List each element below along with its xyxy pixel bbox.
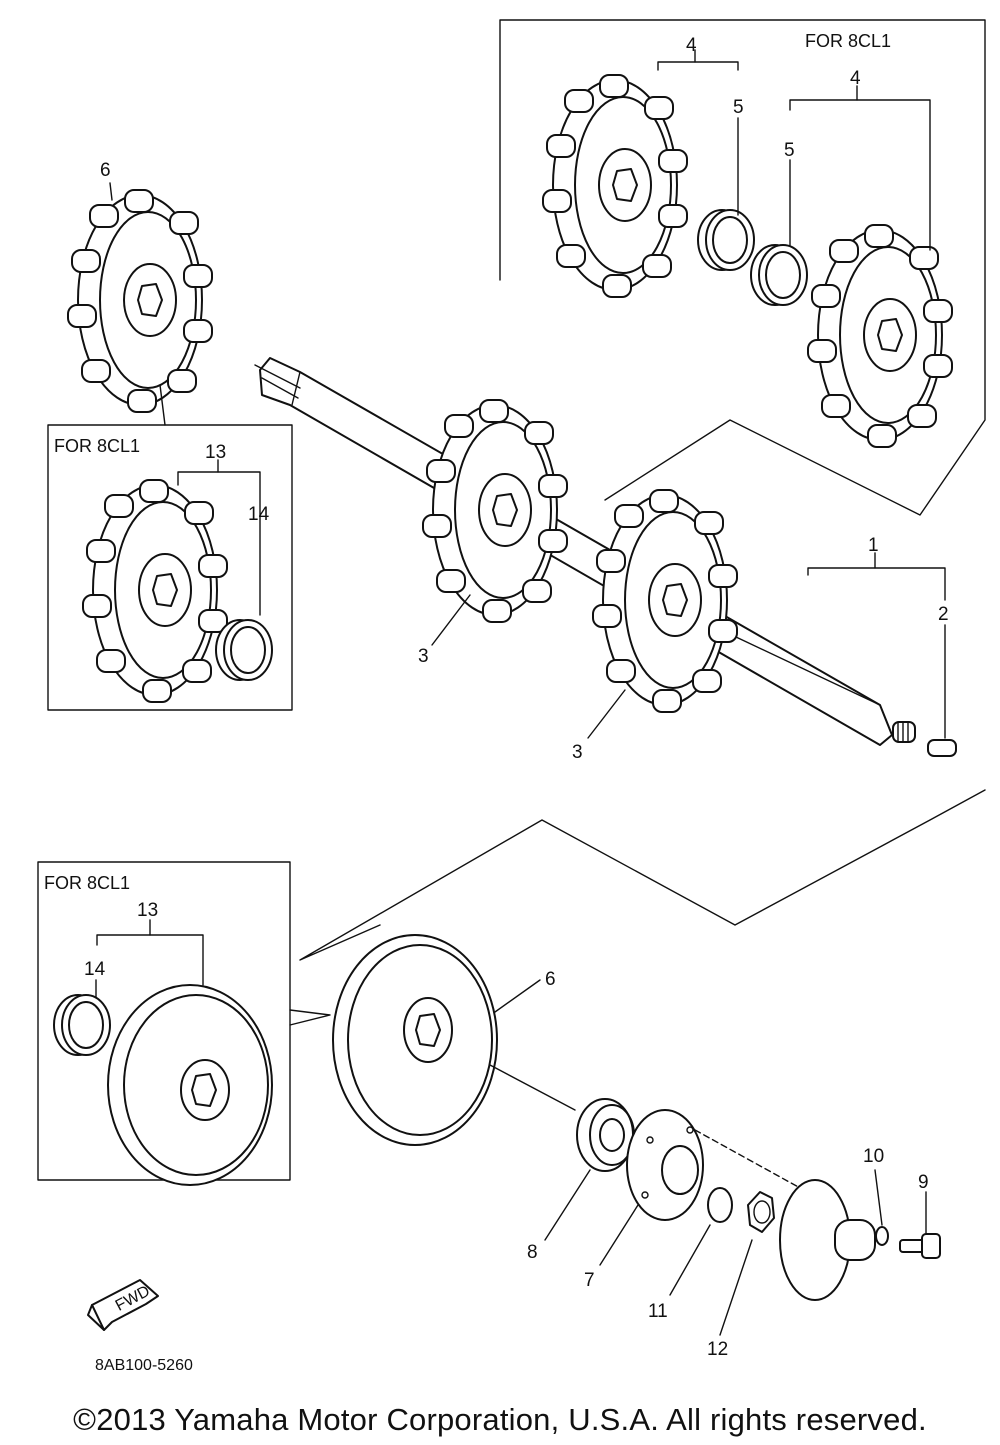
sprocket-13-left-box [82,479,228,703]
copyright-notice: ©2013 Yamaha Motor Corporation, U.S.A. A… [73,1402,927,1437]
variant-box-left [47,424,293,711]
callout-8: 8 [527,1242,538,1263]
variant-note-bottom-left: FOR 8CL1 [44,873,130,893]
variant-note-top-right: FOR 8CL1 [805,31,891,51]
callout-12: 12 [707,1339,728,1360]
sprocket-3-left [422,399,568,623]
callout-7: 7 [584,1270,595,1291]
variant-note-left: FOR 8CL1 [54,436,140,456]
collar-14-bottom-box [53,994,111,1056]
callout-6b: 6 [545,969,556,990]
callout-11: 11 [648,1301,668,1322]
collar-5-left [697,209,755,271]
bearing-8 [576,1098,635,1172]
variant-box-top-right [499,19,986,516]
callout-5b: 5 [784,140,795,161]
callout-13a: 13 [205,442,226,463]
diagram-code: 8AB100-5260 [95,1357,193,1374]
fwd-arrow-icon: FWD [87,1279,159,1331]
callout-9: 9 [918,1172,929,1193]
callout-13b: 13 [137,900,158,921]
drive-wheel-13-bottom-box [107,984,273,1186]
plug-2 [927,739,957,757]
callout-5a: 5 [733,97,744,118]
callout-14a: 14 [248,504,270,525]
sprocket-3-right [592,489,738,713]
callout-2: 2 [938,604,949,625]
drive-wheel-6 [332,934,498,1146]
callout-4a: 4 [686,35,697,56]
callout-3a: 3 [418,646,429,667]
hub-cap [779,1179,876,1301]
collar-14-left-box [215,619,273,681]
collar-5-right [750,244,808,306]
lock-washer-10 [875,1226,889,1246]
drive-sprocket-6-top [67,189,213,413]
washer-11 [707,1187,733,1223]
flange-7 [626,1109,704,1221]
sprocket-4-left [542,74,688,298]
callout-4b: 4 [850,68,861,89]
callout-10: 10 [863,1146,884,1167]
bolt-9 [899,1233,941,1259]
callout-1: 1 [868,535,879,556]
callout-3b: 3 [572,742,583,763]
nut-12 [747,1191,775,1233]
callout-14b: 14 [84,959,106,980]
callout-6a: 6 [100,160,111,181]
sprocket-4-right [807,224,953,448]
